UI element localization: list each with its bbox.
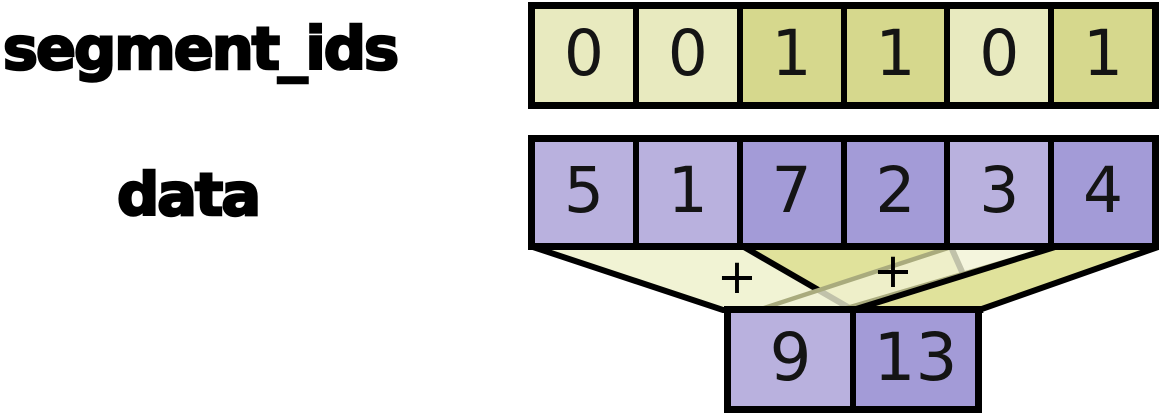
segment-id-cell: 1: [1054, 9, 1152, 102]
segment-id-cell: 1: [742, 9, 841, 102]
result-cell: 9: [731, 313, 850, 406]
data-cell: 7: [742, 142, 841, 243]
result-cell: 13: [856, 313, 975, 406]
data-cell: 4: [1054, 142, 1152, 243]
segment-ids-row: 0 0 1 1 0 1: [528, 2, 1159, 109]
data-row: 5 1 7 2 3 4: [528, 135, 1159, 250]
data-cell: 2: [846, 142, 945, 243]
segment-id-cell: 1: [846, 9, 945, 102]
segment-ids-label: segment_ids: [2, 13, 401, 85]
plus-icon: +: [717, 249, 757, 305]
plus-icon: +: [873, 243, 913, 299]
data-cell: 1: [638, 142, 737, 243]
data-cell: 5: [535, 142, 633, 243]
data-cell: 3: [950, 142, 1049, 243]
segment-id-cell: 0: [535, 9, 633, 102]
segment-id-cell: 0: [638, 9, 737, 102]
result-row: 9 13: [724, 306, 982, 413]
data-label: data: [116, 159, 263, 231]
segment-id-cell: 0: [950, 9, 1049, 102]
